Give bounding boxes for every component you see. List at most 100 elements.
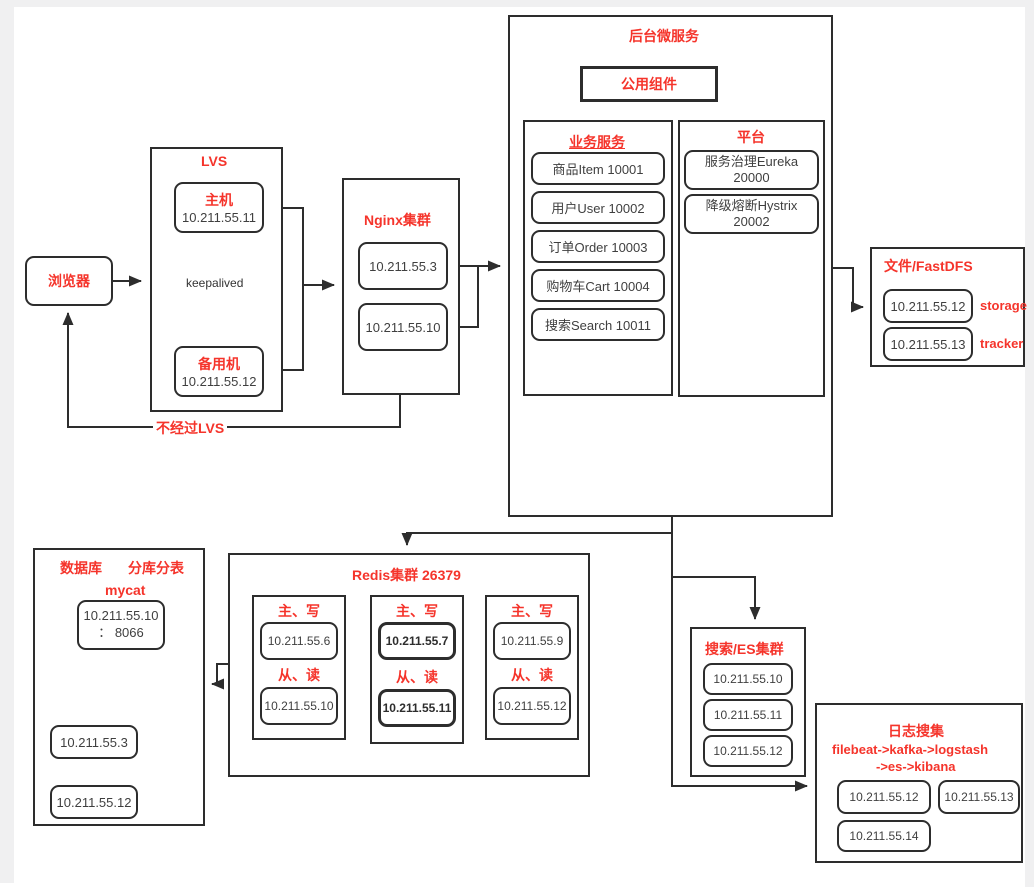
line-lvs-nodes-join: [264, 207, 304, 371]
mycat-ip: 10.211.55.10: [83, 608, 159, 624]
lvs-master-label: 主机: [205, 192, 233, 208]
nginx-node-ip: 10.211.55.10: [365, 319, 441, 335]
fastdfs-role-tracker: tracker: [980, 336, 1024, 351]
browser-node: 浏览器: [25, 256, 113, 306]
redis-slave-label: 从、读: [396, 669, 438, 685]
eureka-label: 服务治理Eureka: [704, 153, 799, 169]
nginx-node-ip: 10.211.55.3: [369, 258, 437, 274]
eureka-port: 20000: [733, 170, 770, 185]
lvs-master-node: 主机 10.211.55.11: [174, 182, 264, 233]
top-gutter: [0, 0, 1034, 7]
redis-slave-node: 10.211.55.10: [260, 687, 338, 725]
redis-slave-node: 10.211.55.12: [493, 687, 571, 725]
redis-shard: 主、写 10.211.55.9 从、读 10.211.55.12: [485, 595, 579, 740]
database-node: 10.211.55.3: [50, 725, 138, 759]
redis-master-label: 主、写: [511, 603, 553, 619]
service-node: 商品Item 10001: [531, 152, 665, 185]
bypass-lvs-label: 不经过LVS: [153, 418, 228, 438]
service-label: 购物车Cart 10004: [546, 279, 650, 294]
browser-label: 浏览器: [48, 273, 90, 289]
fastdfs-node-ip: 10.211.55.13: [890, 336, 966, 352]
logging-node: 10.211.55.14: [837, 820, 931, 852]
redis-title: Redis集群 26379: [352, 567, 461, 583]
fastdfs-node: 10.211.55.13: [883, 327, 973, 361]
logging-pipeline-line2: ->es->kibana: [876, 759, 956, 774]
arrow-bypass-lvs-to-browser: [62, 312, 401, 428]
lvs-title: LVS: [201, 153, 228, 169]
lvs-master-ip: 10.211.55.11: [182, 210, 256, 225]
hystrix-node: 降级熔断Hystrix 20002: [684, 194, 819, 234]
platform-title: 平台: [737, 129, 765, 145]
arrow-microservices-to-logging: [671, 517, 808, 792]
database-node-ip: 10.211.55.12: [56, 794, 132, 810]
lvs-backup-node: 备用机 10.211.55.12: [174, 346, 264, 397]
es-node: 10.211.55.10: [703, 663, 793, 695]
nginx-node: 10.211.55.10: [358, 303, 448, 351]
redis-master-node: 10.211.55.9: [493, 622, 571, 660]
hystrix-port: 20002: [733, 214, 770, 229]
mycat-node: 10.211.55.10 ： 8066: [77, 600, 165, 650]
database-node-ip: 10.211.55.3: [60, 734, 128, 750]
redis-slave-ip: 10.211.55.12: [497, 699, 567, 713]
service-node: 购物车Cart 10004: [531, 269, 665, 302]
es-node-ip: 10.211.55.10: [713, 672, 783, 686]
redis-slave-label: 从、读: [511, 667, 553, 683]
lvs-backup-label: 备用机: [198, 356, 240, 372]
logging-node-ip: 10.211.55.13: [944, 790, 1014, 804]
logging-title: 日志搜集: [888, 723, 944, 739]
lvs-backup-ip: 10.211.55.12: [181, 374, 257, 389]
logging-node-ip: 10.211.55.12: [849, 790, 919, 804]
service-node: 订单Order 10003: [531, 230, 665, 263]
arrow-microservices-to-es: [672, 576, 761, 620]
database-node: 10.211.55.12: [50, 785, 138, 819]
right-gutter: [1025, 0, 1034, 887]
arrow-microservices-to-redis: [401, 532, 672, 546]
line-nginx-nodes-join: [448, 265, 479, 328]
redis-master-label: 主、写: [396, 603, 438, 619]
redis-master-ip: 10.211.55.7: [385, 634, 449, 648]
es-title: 搜索/ES集群: [705, 641, 784, 657]
redis-shard: 主、写 10.211.55.7 从、读 10.211.55.11: [370, 595, 464, 744]
redis-master-node: 10.211.55.7: [378, 622, 456, 660]
es-node-ip: 10.211.55.12: [713, 744, 783, 758]
redis-slave-ip: 10.211.55.11: [382, 701, 452, 715]
left-gutter: [0, 0, 14, 883]
service-label: 用户User 10002: [551, 201, 645, 216]
redis-slave-ip: 10.211.55.10: [264, 699, 334, 713]
nginx-node: 10.211.55.3: [358, 242, 448, 290]
sharding-title: 分库分表: [128, 560, 184, 576]
common-component-box: 公用组件: [580, 66, 718, 102]
es-node: 10.211.55.12: [703, 735, 793, 767]
fastdfs-node: 10.211.55.12: [883, 289, 973, 323]
logging-node: 10.211.55.13: [938, 780, 1020, 814]
logging-pipeline-line1: filebeat->kafka->logstash: [832, 742, 989, 757]
common-component-label: 公用组件: [621, 76, 677, 92]
keepalived-label: keepalived: [186, 276, 244, 290]
redis-slave-node: 10.211.55.11: [378, 689, 456, 727]
service-label: 商品Item 10001: [552, 162, 644, 177]
logging-node-ip: 10.211.55.14: [849, 829, 919, 843]
redis-master-ip: 10.211.55.9: [500, 634, 564, 648]
logging-node: 10.211.55.12: [837, 780, 931, 814]
database-title: 数据库: [60, 560, 102, 576]
mycat-port: ： 8066: [98, 625, 144, 640]
fastdfs-title: 文件/FastDFS: [884, 258, 973, 274]
microservices-title: 后台微服务: [629, 28, 699, 44]
business-services-title: 业务服务: [569, 134, 625, 150]
redis-master-label: 主、写: [278, 603, 320, 619]
service-label: 搜索Search 10011: [545, 318, 651, 333]
service-node: 用户User 10002: [531, 191, 665, 224]
service-node: 搜索Search 10011: [531, 308, 665, 341]
redis-shard: 主、写 10.211.55.6 从、读 10.211.55.10: [252, 595, 346, 740]
service-label: 订单Order 10003: [548, 240, 648, 255]
arrow-microservices-to-fastdfs: [824, 267, 864, 313]
redis-master-node: 10.211.55.6: [260, 622, 338, 660]
nginx-title: Nginx集群: [364, 212, 431, 228]
hystrix-label: 降级熔断Hystrix: [705, 197, 798, 213]
eureka-node: 服务治理Eureka 20000: [684, 150, 819, 190]
redis-master-ip: 10.211.55.6: [267, 634, 331, 648]
redis-slave-label: 从、读: [278, 667, 320, 683]
fastdfs-node-ip: 10.211.55.12: [890, 298, 966, 314]
es-node-ip: 10.211.55.11: [713, 708, 783, 722]
